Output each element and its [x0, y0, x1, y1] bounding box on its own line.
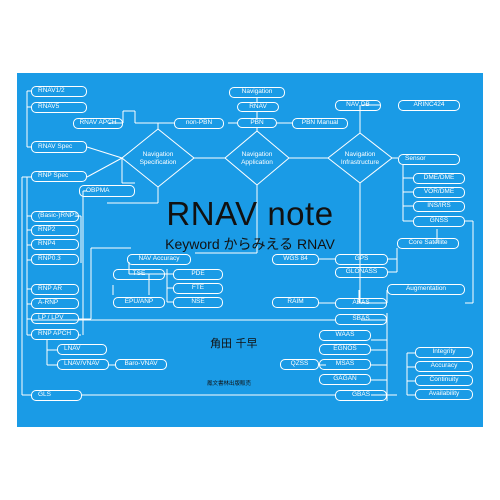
node-msas: MSAS: [319, 359, 371, 370]
node-lnav-vnav: LNAV/VNAV: [57, 359, 109, 370]
node-gagan: GAGAN: [319, 374, 371, 385]
node-baro-vnav: Baro-VNAV: [115, 359, 167, 370]
node-rnp03: RNP0.3: [31, 254, 79, 265]
node-core-satellite: Core Satellite: [397, 238, 459, 249]
node-epu-anp: EPU/ANP: [113, 297, 165, 308]
node-pde: PDE: [173, 269, 223, 280]
node-tse: TSE: [113, 269, 165, 280]
node-lnav: LNAV: [57, 344, 107, 355]
book-cover: Navigation Specification Navigation Appl…: [17, 73, 483, 427]
node-navigation: Navigation: [229, 87, 285, 98]
node-non-pbn: non-PBN: [174, 118, 224, 129]
node-sbas: SBAS: [335, 314, 387, 325]
node-accuracy: Accuracy: [415, 361, 473, 372]
node-waas: WAAS: [319, 330, 371, 341]
node-sensor: Sensor: [398, 154, 460, 165]
node-glonass: GLONASS: [335, 267, 388, 278]
node-a-rnp: A-RNP: [31, 298, 79, 309]
node-nav-db: NAV DB: [335, 100, 381, 111]
publisher-name: 鳳文書林出版販売: [207, 381, 252, 387]
decision-navigation-application: Navigation Application: [241, 151, 273, 167]
node-rnp-ar: RNP AR: [31, 284, 79, 295]
node-arinc424: ARINC424: [398, 100, 460, 111]
author-name: 角田 千早: [210, 337, 258, 350]
node-vor-dme: VOR/DME: [413, 187, 465, 198]
node-rnav-spec: RNAV Spec: [31, 141, 87, 153]
node-augmentation: Augmentation: [387, 284, 465, 295]
node-lp-lpv: LP / LPV: [31, 313, 79, 324]
node-fte: FTE: [173, 283, 223, 294]
node-rnp-spec: RNP Spec: [31, 171, 87, 182]
node-rnp4: RNP4: [31, 239, 79, 250]
node-gnss: GNSS: [413, 216, 465, 227]
node-nav-accuracy: NAV Accuracy: [127, 254, 191, 265]
decision-navigation-infrastructure: Navigation Infrastructure: [340, 151, 380, 167]
node-rnav-apch: RNAV APCH: [73, 118, 123, 129]
node-wgs84: WGS 84: [272, 254, 319, 265]
decision-navigation-specification: Navigation Specification: [139, 151, 177, 167]
node-integrity: Integrity: [415, 347, 473, 358]
node-obpma: OBPMA: [79, 185, 135, 197]
node-abas: ABAS: [335, 298, 387, 309]
node-rnav12: RNAV1/2: [31, 86, 87, 97]
node-pbn: PBN: [237, 118, 277, 128]
node-rnav: RNAV: [237, 102, 279, 112]
node-gps: GPS: [335, 254, 388, 265]
node-nse: NSE: [173, 297, 223, 308]
node-rnp2: RNP2: [31, 225, 79, 236]
node-rnav5: RNAV5: [31, 102, 87, 113]
node-basic-rnp1: (Basic-)RNP1: [31, 211, 79, 222]
diagram-lines: [21, 90, 474, 401]
node-egnos: EGNOS: [319, 344, 371, 355]
node-rnp-apch: RNP APCH: [31, 329, 79, 340]
node-ins-irs: INS/IRS: [413, 201, 465, 212]
book-subtitle: Keyword からみえる RNAV: [165, 236, 335, 252]
node-gbas: GBAS: [335, 390, 387, 401]
node-availability: Availability: [415, 389, 473, 400]
node-qzss: QZSS: [280, 359, 319, 370]
node-gls: GLS: [31, 390, 82, 401]
node-raim: RAIM: [272, 297, 319, 308]
node-continuity: Continuity: [415, 375, 473, 386]
node-pbn-manual: PBN Manual: [292, 118, 348, 129]
book-title: RNAV note: [166, 195, 334, 232]
node-dme-dme: DME/DME: [413, 173, 465, 184]
